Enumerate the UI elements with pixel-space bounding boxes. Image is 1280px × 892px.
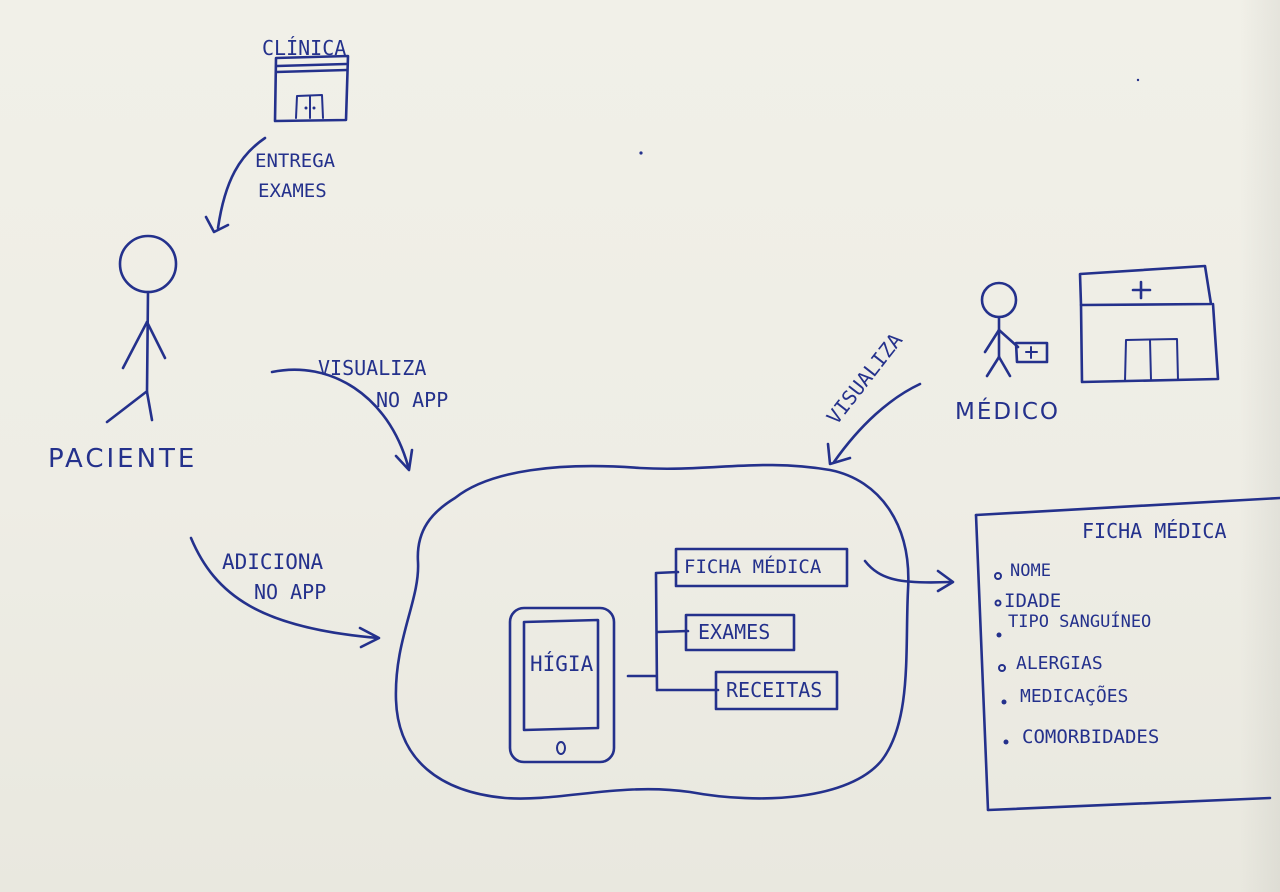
ficha-item-comorbidades: COMORBIDADES <box>1022 726 1160 748</box>
ficha-item-medicacoes: MEDICAÇÕES <box>1020 686 1129 707</box>
arrow-visualiza-right <box>832 382 922 464</box>
hospital-building-icon <box>1078 264 1220 384</box>
arrow-adiciona <box>189 536 380 640</box>
paper-edge-shadow <box>1240 0 1280 892</box>
paciente-label: PACIENTE <box>48 444 198 474</box>
arrow-entrega-head <box>204 215 230 234</box>
app-cloud-outline <box>394 463 910 800</box>
phone-app-label: HÍGIA <box>530 652 594 676</box>
phone-icon <box>508 606 616 764</box>
receitas-box-label: RECEITAS <box>726 678 823 702</box>
box-receitas-outline <box>714 670 839 711</box>
arrow-visualiza-left <box>270 368 410 468</box>
ficha-medica-box-label: FICHA MÉDICA <box>684 556 822 578</box>
ficha-panel-top <box>974 496 1280 517</box>
clinic-building-icon <box>273 54 350 123</box>
tree-connector-ficha <box>654 570 680 575</box>
arrow-to-ficha-panel-head <box>936 569 955 593</box>
visualiza-left-label: VISUALIZA <box>318 356 427 380</box>
exames-arrow-label: EXAMES <box>258 180 327 202</box>
clinica-label: CLÍNICA <box>262 36 347 60</box>
arrow-visualiza-right-head <box>826 442 852 466</box>
exames-box-label: EXAMES <box>698 620 771 644</box>
entrega-label: ENTREGA <box>255 150 336 172</box>
stick-figure-patient-icon <box>105 234 178 424</box>
ficha-item-tipo-sanguineo: TIPO SANGUÍNEO <box>1008 612 1152 632</box>
ficha-item-alergias: ALERGIAS <box>1016 653 1103 674</box>
ficha-panel-title: FICHA MÉDICA <box>1082 519 1227 543</box>
ficha-bullets <box>994 572 1009 745</box>
ficha-item-idade: IDADE <box>1004 590 1062 612</box>
ficha-panel-left <box>974 513 990 812</box>
box-ficha-outline <box>674 547 849 588</box>
arrow-adiciona-head <box>358 626 381 649</box>
tree-connector-exames <box>655 629 690 634</box>
arrow-visualiza-left-head <box>394 448 414 472</box>
arrow-entrega <box>216 136 267 230</box>
medico-label: MÉDICO <box>955 399 1061 425</box>
adiciona-label: ADICIONA <box>222 550 324 574</box>
box-exames-outline <box>684 613 796 652</box>
adiciona-noapp-label: NO APP <box>254 580 327 604</box>
ficha-panel-bottom <box>986 796 1272 812</box>
ficha-item-nome: NOME <box>1010 561 1051 581</box>
stick-figure-doctor-icon <box>980 281 1049 378</box>
arrow-to-ficha-panel <box>863 559 952 584</box>
visualiza-left-noapp-label: NO APP <box>376 388 449 412</box>
